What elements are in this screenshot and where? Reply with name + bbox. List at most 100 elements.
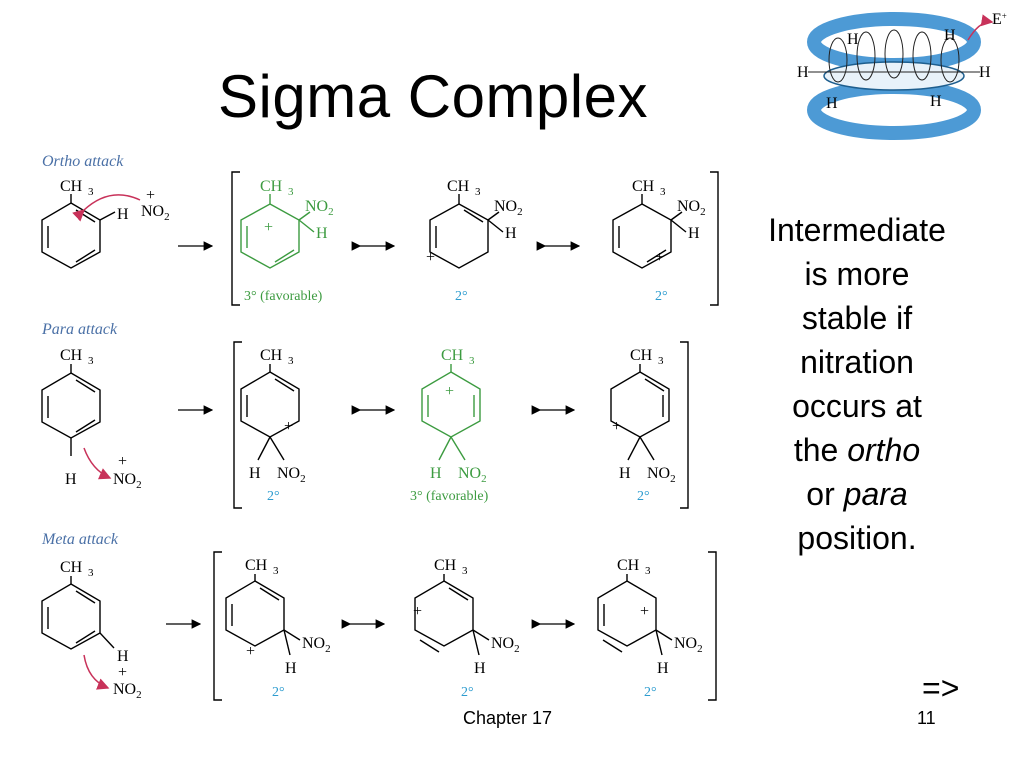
svg-text:H: H bbox=[619, 465, 631, 482]
svg-text:NO2: NO2 bbox=[113, 681, 142, 701]
footer-chapter: Chapter 17 bbox=[463, 708, 553, 728]
para-resonance-1: CH 3 + H NO2 2° bbox=[240, 347, 306, 504]
svg-text:3: 3 bbox=[88, 186, 94, 198]
svg-text:CH: CH bbox=[441, 347, 464, 364]
ortho-attack-label: Ortho attack bbox=[42, 153, 124, 170]
svg-text:H: H bbox=[430, 465, 442, 482]
meta-label-1: 2° bbox=[272, 685, 285, 700]
svg-text:3: 3 bbox=[645, 565, 651, 577]
svg-text:H: H bbox=[505, 225, 517, 242]
svg-text:NO2: NO2 bbox=[491, 635, 520, 655]
ortho-label-1: 3° (favorable) bbox=[244, 289, 323, 304]
slide-title: Sigma Complex bbox=[218, 63, 648, 130]
svg-text:+: + bbox=[246, 643, 255, 660]
svg-text:+: + bbox=[284, 418, 293, 435]
svg-text:CH: CH bbox=[245, 557, 268, 574]
svg-text:H: H bbox=[65, 471, 77, 488]
body-line-3: stable if bbox=[801, 300, 913, 336]
svg-text:+: + bbox=[655, 249, 664, 266]
svg-text:+: + bbox=[413, 603, 422, 620]
meta-label-3: 2° bbox=[644, 685, 657, 700]
svg-text:CH: CH bbox=[260, 178, 283, 195]
svg-text:CH: CH bbox=[632, 178, 655, 195]
svg-text:CH: CH bbox=[260, 347, 283, 364]
next-slide-marker[interactable]: => bbox=[922, 670, 960, 706]
svg-text:CH: CH bbox=[447, 178, 470, 195]
svg-text:H: H bbox=[826, 95, 838, 112]
svg-text:NO2: NO2 bbox=[458, 465, 487, 485]
body-line-8: position. bbox=[797, 520, 917, 556]
svg-text:3: 3 bbox=[660, 186, 666, 198]
svg-text:NO2: NO2 bbox=[277, 465, 306, 485]
svg-text:3: 3 bbox=[658, 355, 664, 367]
ortho-resonance-2: CH 3 NO2 H + 2° bbox=[426, 178, 523, 304]
svg-text:H: H bbox=[285, 660, 297, 677]
svg-text:H: H bbox=[979, 64, 991, 81]
svg-text:H: H bbox=[657, 660, 669, 677]
benzene-orbital-illustration: H H H H H H E+ bbox=[797, 11, 1007, 140]
toluene-para bbox=[41, 364, 101, 456]
svg-text:+: + bbox=[118, 453, 127, 470]
svg-text:+: + bbox=[445, 383, 454, 400]
svg-text:H: H bbox=[688, 225, 700, 242]
svg-text:NO2: NO2 bbox=[305, 198, 334, 218]
svg-text:+: + bbox=[426, 249, 435, 266]
svg-text:NO2: NO2 bbox=[674, 635, 703, 655]
meta-attack-label: Meta attack bbox=[41, 531, 119, 548]
svg-text:3: 3 bbox=[288, 186, 294, 198]
svg-text:NO2: NO2 bbox=[113, 471, 142, 491]
svg-text:CH: CH bbox=[60, 347, 83, 364]
footer-page-number: 11 bbox=[917, 708, 936, 728]
svg-text:3: 3 bbox=[469, 355, 475, 367]
svg-text:NO2: NO2 bbox=[302, 635, 331, 655]
svg-text:+: + bbox=[118, 664, 127, 681]
para-resonance-2: CH 3 + H NO2 3° (favorable) bbox=[410, 347, 489, 504]
svg-text:H: H bbox=[117, 206, 129, 223]
svg-text:+: + bbox=[612, 418, 621, 435]
svg-text:3: 3 bbox=[88, 355, 94, 367]
orbital-h-label: H bbox=[797, 64, 809, 81]
svg-text:NO2: NO2 bbox=[647, 465, 676, 485]
meta-label-2: 2° bbox=[461, 685, 474, 700]
svg-text:H: H bbox=[117, 648, 129, 665]
body-line-2: is more bbox=[804, 256, 910, 292]
svg-text:3: 3 bbox=[462, 565, 468, 577]
svg-text:+: + bbox=[640, 603, 649, 620]
svg-text:NO2: NO2 bbox=[141, 203, 170, 223]
svg-text:CH: CH bbox=[434, 557, 457, 574]
body-line-5: occurs at bbox=[792, 388, 922, 424]
ortho-resonance-3: CH 3 NO2 H + 2° bbox=[612, 178, 706, 304]
svg-text:CH: CH bbox=[60, 178, 83, 195]
toluene-meta bbox=[41, 576, 115, 650]
body-line-4: nitration bbox=[800, 344, 914, 380]
ortho-label-2: 2° bbox=[455, 289, 468, 304]
para-label-2: 3° (favorable) bbox=[410, 489, 489, 504]
svg-text:NO2: NO2 bbox=[494, 198, 523, 218]
svg-text:H: H bbox=[944, 27, 956, 44]
para-label-3: 2° bbox=[637, 489, 650, 504]
electrophile-label: E+ bbox=[992, 11, 1007, 28]
meta-resonance-3: CH 3 NO2 H + 2° bbox=[597, 557, 703, 700]
para-label-1: 2° bbox=[267, 489, 280, 504]
svg-text:CH: CH bbox=[630, 347, 653, 364]
svg-text:+: + bbox=[146, 187, 155, 204]
svg-text:H: H bbox=[847, 31, 859, 48]
ortho-label-3: 2° bbox=[655, 289, 668, 304]
svg-text:CH: CH bbox=[60, 559, 83, 576]
para-resonance-3: CH 3 + H NO2 2° bbox=[610, 347, 676, 504]
svg-text:3: 3 bbox=[288, 355, 294, 367]
body-line-1: Intermediate bbox=[768, 212, 946, 248]
body-line-6: the ortho bbox=[793, 432, 921, 468]
slide-body-text: Intermediate is more stable if nitration… bbox=[742, 208, 972, 560]
svg-text:3: 3 bbox=[475, 186, 481, 198]
svg-text:H: H bbox=[249, 465, 261, 482]
svg-text:CH: CH bbox=[617, 557, 640, 574]
svg-text:H: H bbox=[930, 93, 942, 110]
para-attack-label: Para attack bbox=[41, 321, 118, 338]
svg-text:3: 3 bbox=[273, 565, 279, 577]
svg-text:NO2: NO2 bbox=[677, 198, 706, 218]
toluene-ortho bbox=[41, 194, 116, 269]
